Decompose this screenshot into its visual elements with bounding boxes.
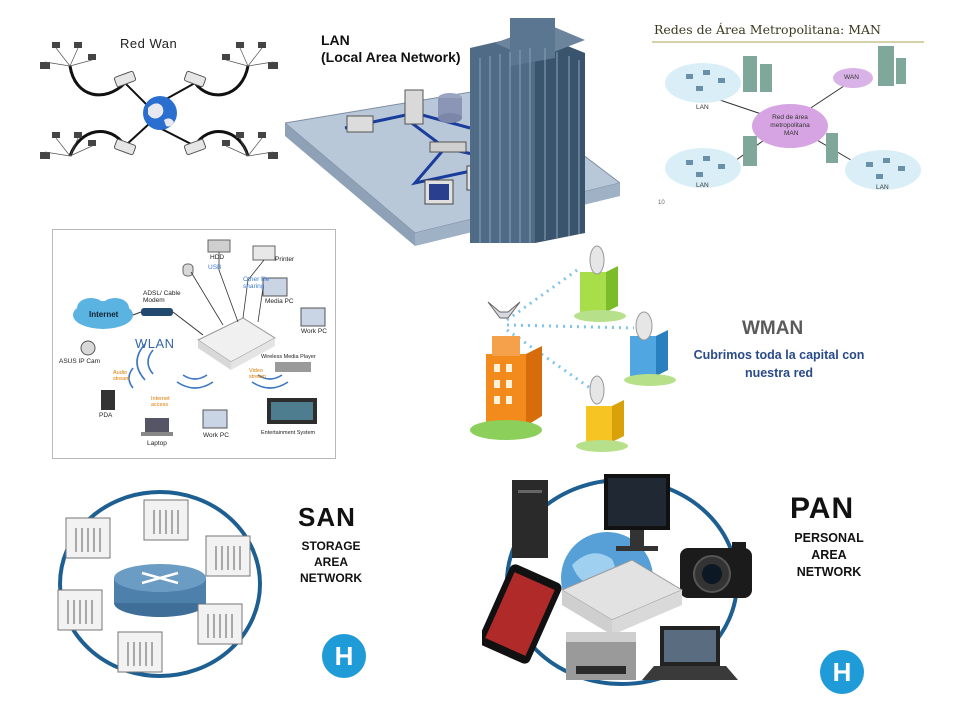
man-wan-label: WAN <box>844 74 859 81</box>
wan-ellipse <box>833 68 873 88</box>
file-sharing-label: Other file sharing <box>243 276 270 290</box>
lan-panel: LAN (Local Area Network) <box>285 18 620 250</box>
man-hub <box>752 104 828 148</box>
san-full-name: STORAGE AREA NETWORK <box>300 539 362 585</box>
san-diagram <box>57 490 262 678</box>
lan-diagram <box>285 18 620 246</box>
modem-label: ADSL/ Cable Modem <box>143 290 181 304</box>
ip-cam-icon <box>80 340 96 356</box>
green-building <box>580 272 606 312</box>
lan-title-line2: (Local Area Network) <box>321 49 461 65</box>
wlan-panel: Internet WLAN HDD USB Printer ADSL/ Cabl… <box>52 229 336 459</box>
yellow-building <box>586 406 612 442</box>
man-hub-sub: MAN <box>784 130 799 137</box>
h-logo-icon: H <box>820 650 864 694</box>
work-pc-bottom-icon <box>202 409 228 429</box>
san-panel: SAN STORAGE AREA NETWORK H <box>40 478 380 698</box>
modem-icon <box>141 308 173 316</box>
wlan-diagram <box>73 239 326 436</box>
lan-title: LAN (Local Area Network) <box>321 32 461 66</box>
man-lan-label: LAN <box>696 182 709 189</box>
webcam-icon <box>182 263 194 277</box>
work-pc-label: Work PC <box>203 432 229 439</box>
pda-label: PDA <box>99 412 113 419</box>
media-player-icon <box>275 362 311 372</box>
wlan-title: WLAN <box>135 336 175 351</box>
man-title: Redes de Área Metropolitana: MAN <box>654 22 881 37</box>
pda-icon <box>101 390 115 410</box>
satellite-dish-icon <box>589 245 605 275</box>
work-pc-top-label: Work PC <box>301 328 327 335</box>
san-acronym: SAN <box>298 502 356 532</box>
audio-stream-label: Audio stream <box>113 370 130 382</box>
printer-icon <box>252 245 276 261</box>
h-logo-icon: H <box>322 634 366 678</box>
media-player-label: Wireless Media Player <box>261 354 316 360</box>
wan-panel: Red Wan <box>30 28 288 188</box>
blue-building <box>630 336 656 376</box>
laptop-label: Laptop <box>147 440 167 447</box>
pan-full-name: PERSONAL AREA NETWORK <box>794 531 864 579</box>
wman-panel: WMAN Cubrimos toda la capital con nuestr… <box>462 240 932 460</box>
pan-diagram <box>482 474 752 686</box>
skyscraper-icon <box>470 33 535 243</box>
server-icon <box>404 89 424 125</box>
printer-label: Printer <box>275 256 295 263</box>
man-lan-label: LAN <box>876 184 889 191</box>
usb-label: USB <box>208 264 222 271</box>
internet-access-label: Internet access <box>151 396 170 408</box>
man-diagram <box>652 41 924 190</box>
man-panel: Redes de Área Metropolitana: MAN WAN Red… <box>648 18 928 210</box>
laptop-icon <box>145 418 169 432</box>
pan-acronym: PAN <box>790 492 855 525</box>
internet-label: Internet <box>89 310 119 319</box>
media-pc-icon <box>262 277 288 297</box>
hub-icon <box>429 141 467 153</box>
wman-subtitle: Cubrimos toda la capital con nuestra red <box>693 348 865 380</box>
ip-cam-label: ASUS IP Cam <box>59 358 101 365</box>
pan-panel: PAN PERSONAL AREA NETWORK H <box>482 470 942 702</box>
antenna-tower-icon <box>487 301 521 319</box>
man-page-number: 10 <box>658 200 665 206</box>
man-lan-label: LAN <box>696 104 709 111</box>
video-stream-label: Video stream <box>249 368 266 380</box>
wman-diagram <box>470 245 676 452</box>
wman-title: WMAN <box>742 318 804 339</box>
lan-cloud <box>665 63 741 103</box>
printer-icon <box>346 115 374 133</box>
hdd-icon <box>207 239 231 253</box>
media-pc-label: Media PC <box>265 298 294 305</box>
network-ring <box>58 490 262 678</box>
entertainment-label: Entertainment System <box>261 430 316 436</box>
lan-title-line1: LAN <box>321 32 350 48</box>
man-hub-label: Red de área metropolitana <box>770 114 810 129</box>
hdd-label: HDD <box>210 254 225 261</box>
work-pc-icon <box>300 307 326 327</box>
wan-title: Red Wan <box>120 36 178 51</box>
wan-diagram <box>40 42 278 159</box>
